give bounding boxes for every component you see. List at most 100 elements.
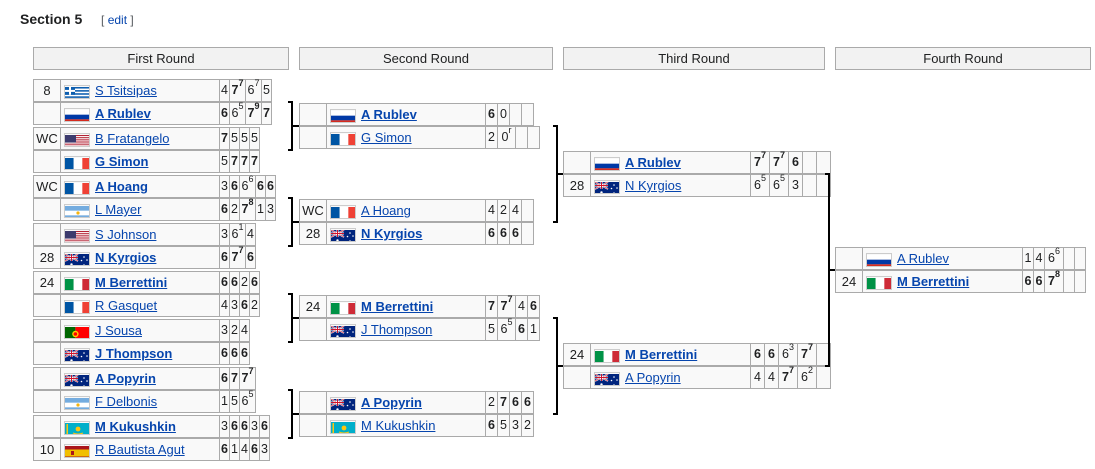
bracket-connector	[553, 125, 558, 127]
set-games: 6	[524, 395, 531, 409]
player-name-link[interactable]: M Berrettini	[361, 299, 434, 314]
edit-open-bracket: [	[101, 13, 105, 27]
set-games: 6	[241, 419, 248, 433]
flag-icon-gre	[64, 85, 90, 99]
set-score: 63	[778, 343, 798, 366]
flag-icon-ita	[866, 276, 892, 290]
flag-icon-fra	[64, 181, 90, 195]
set-score: 77	[239, 367, 256, 390]
tiebreak-score: 7	[807, 342, 813, 352]
player-name-link[interactable]: J Thompson	[95, 346, 173, 361]
set-games: 6	[231, 275, 238, 289]
set-games: 1	[257, 202, 264, 216]
set-score: 3	[788, 174, 803, 197]
set-games: 7	[801, 347, 808, 361]
set-games: 7	[1048, 274, 1055, 288]
player-name-link[interactable]: A Popyrin	[625, 370, 681, 385]
player-name-link[interactable]: L Mayer	[95, 202, 142, 217]
player-name-link[interactable]: G Simon	[361, 130, 412, 145]
set-games: 6	[518, 322, 525, 336]
set-score: 77	[750, 151, 770, 174]
player-name-link[interactable]: A Popyrin	[361, 395, 422, 410]
bracket-connector	[828, 269, 835, 271]
bracket-connector	[553, 413, 558, 415]
player-name-link[interactable]: A Rublev	[897, 251, 950, 266]
flag-icon-kaz	[330, 420, 356, 434]
flag-icon-aus	[330, 324, 356, 338]
set-games: 3	[792, 178, 799, 192]
set-games: 7	[500, 299, 508, 313]
player-name-link[interactable]: N Kyrgios	[95, 250, 157, 265]
player-name-link[interactable]: M Berrettini	[95, 275, 168, 290]
tiebreak-score: 7	[254, 78, 260, 88]
player-name-link[interactable]: J Thompson	[361, 322, 433, 337]
flag-icon-ita	[64, 277, 90, 291]
edit-link[interactable]: edit	[107, 13, 128, 27]
player-name-link[interactable]: A Rublev	[361, 107, 417, 122]
set-games: 5	[231, 131, 238, 145]
flag-icon-por	[64, 325, 90, 339]
set-score	[802, 151, 817, 174]
player-name-link[interactable]: A Rublev	[625, 155, 681, 170]
player-name-link[interactable]: M Kukushkin	[95, 419, 176, 434]
seed-cell: 10	[33, 438, 61, 461]
player-name-link[interactable]: A Rublev	[95, 106, 151, 121]
flag-icon-aus	[594, 180, 620, 194]
player-name-link[interactable]: M Berrettini	[897, 274, 970, 289]
seed-cell	[299, 318, 327, 341]
player-cell: A Hoang	[326, 199, 486, 222]
seed-cell: 24	[563, 343, 591, 366]
set-games: 3	[512, 418, 519, 432]
set-games: 5	[263, 83, 270, 97]
set-games: 4	[221, 83, 228, 97]
set-score	[816, 343, 831, 366]
player-name-link[interactable]: S Tsitsipas	[95, 83, 157, 98]
set-score: 7	[261, 102, 272, 125]
set-score: 78	[1044, 270, 1064, 293]
set-games: 6	[500, 322, 508, 336]
set-games: 5	[251, 131, 258, 145]
set-games: 6	[221, 275, 228, 289]
set-score	[521, 222, 534, 245]
player-name-link[interactable]: M Kukushkin	[361, 418, 436, 433]
set-games: 2	[524, 418, 531, 432]
player-name-link[interactable]: M Berrettini	[625, 347, 698, 362]
player-name-link[interactable]: A Hoang	[95, 179, 148, 194]
player-name-link[interactable]: R Bautista Agut	[95, 442, 185, 457]
player-name-link[interactable]: G Simon	[95, 154, 149, 169]
set-games: 2	[251, 298, 258, 312]
player-cell: A Popyrin	[60, 367, 220, 390]
bracket-connector	[288, 293, 293, 295]
set-games: 1	[530, 322, 537, 336]
set-score: 6	[521, 391, 534, 414]
set-score: 2	[249, 294, 260, 317]
set-games: 3	[221, 419, 228, 433]
set-games: 7	[247, 106, 255, 120]
flag-icon-aus	[594, 372, 620, 386]
player-name-link[interactable]: A Popyrin	[95, 371, 156, 386]
tiebreak-score: 8	[248, 197, 254, 207]
bracket-connector	[556, 365, 563, 367]
set-score: 1	[527, 318, 540, 341]
set-games: 6	[1048, 251, 1055, 265]
set-games: 4	[241, 442, 248, 456]
set-games: 6	[221, 202, 228, 216]
tiebreak-score: r	[508, 125, 512, 135]
player-name-link[interactable]: A Hoang	[361, 203, 411, 218]
player-cell: M Berrettini	[60, 271, 220, 294]
set-score: 4	[1033, 247, 1045, 270]
set-games: 7	[488, 299, 495, 313]
tiebreak-score: 5	[507, 317, 513, 327]
player-name-link[interactable]: N Kyrgios	[625, 178, 682, 193]
player-cell: M Kukushkin	[326, 414, 486, 437]
section-title: Section 5	[20, 11, 83, 27]
seed-cell: WC	[299, 199, 327, 222]
player-name-link[interactable]: J Sousa	[95, 323, 142, 338]
player-name-link[interactable]: F Delbonis	[95, 394, 158, 409]
player-name-link[interactable]: S Johnson	[95, 227, 157, 242]
player-name-link[interactable]: R Gasquet	[95, 298, 158, 313]
player-name-link[interactable]: B Fratangelo	[95, 131, 170, 146]
player-name-link[interactable]: N Kyrgios	[361, 226, 423, 241]
